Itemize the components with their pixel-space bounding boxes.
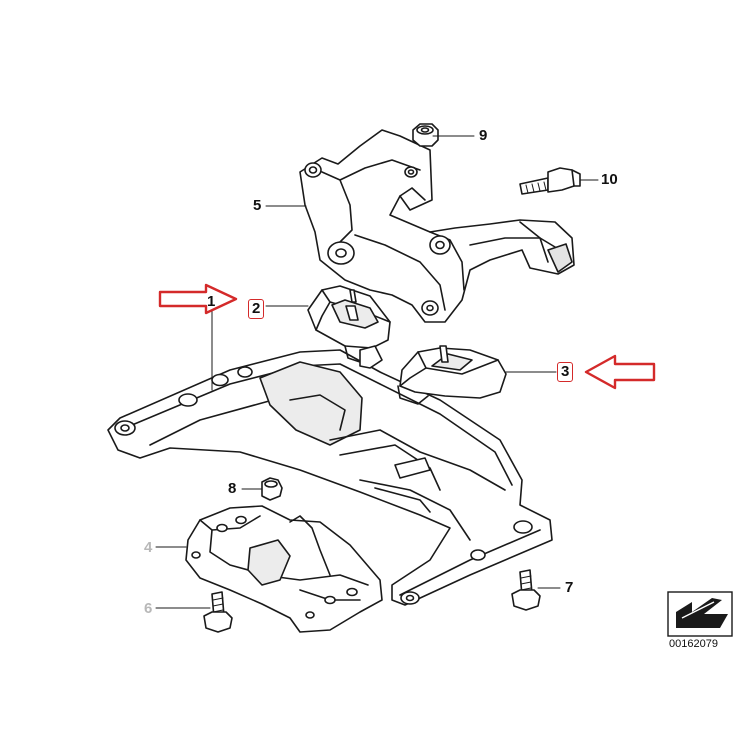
part-1-subframe: [107, 349, 553, 606]
part-8-nut: [261, 477, 283, 501]
arrow-pointer-icon: [584, 354, 656, 390]
part-6-bolt: [203, 591, 233, 633]
callout-10: 10: [601, 171, 618, 188]
arrow-pointer-icon: [158, 283, 238, 315]
part-3-engine-mount: [397, 345, 507, 405]
callout-5: 5: [253, 197, 262, 214]
callout-4: 4: [144, 539, 153, 556]
callout-9: 9: [479, 127, 488, 144]
part-9-nut: [412, 123, 439, 147]
part-10-bolt: [519, 167, 581, 195]
callout-2: 2: [248, 299, 265, 319]
part-2-engine-mount: [307, 285, 391, 369]
callout-6: 6: [144, 600, 153, 617]
part-7-bolt: [511, 569, 541, 611]
reference-number: 00162079: [669, 638, 718, 650]
callout-1: 1: [207, 293, 216, 310]
view-direction-icon: [667, 591, 733, 637]
callout-7: 7: [565, 579, 574, 596]
part-5-bracket: [299, 129, 575, 323]
callout-8: 8: [228, 480, 237, 497]
part-4-gearbox-bracket: [185, 505, 383, 633]
leader-lines: [155, 135, 599, 609]
callout-3: 3: [557, 362, 574, 382]
